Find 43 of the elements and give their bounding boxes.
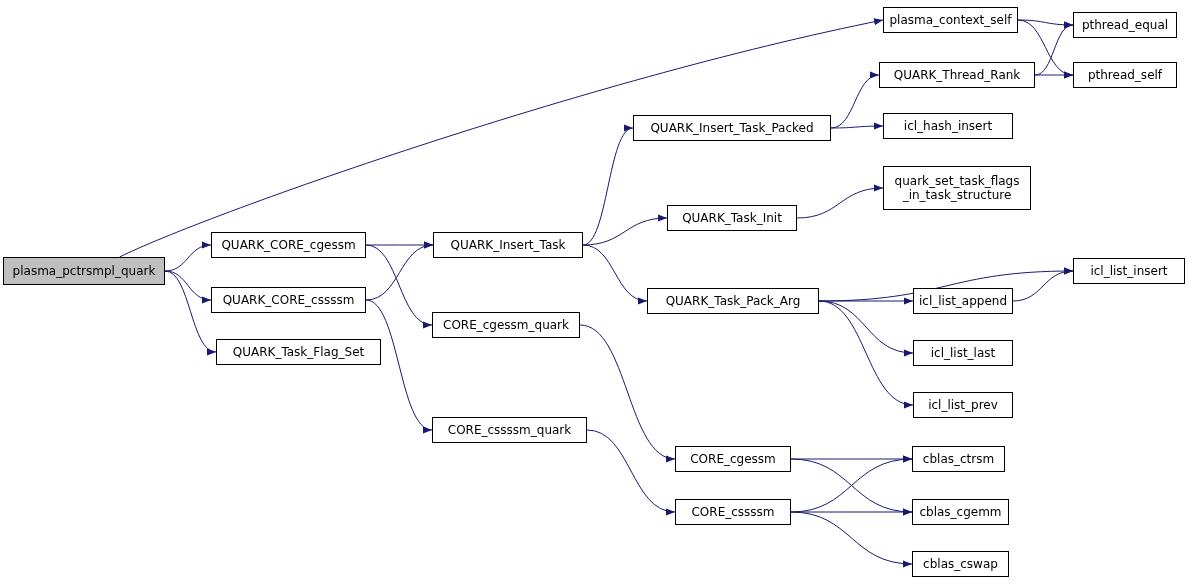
function-box: CORE_cgessm_quark: [432, 312, 580, 338]
function-box: QUARK_CORE_cssssm: [211, 287, 366, 313]
function-box: icl_list_append: [913, 288, 1013, 314]
call-arrow: [1034, 71, 1074, 79]
function-box: plasma_context_self: [883, 7, 1018, 33]
function-box: icl_list_last: [913, 340, 1013, 366]
function-box: CORE_cssssm_quark: [432, 417, 587, 443]
call-arrow: [830, 122, 884, 130]
function-box: pthread_equal: [1073, 12, 1177, 38]
call-arrow: [1012, 268, 1074, 302]
call-arrow: [164, 242, 212, 272]
function-box: cblas_cgemm: [912, 499, 1009, 525]
function-box: cblas_ctrsm: [912, 446, 1005, 472]
call-arrow: [365, 244, 433, 327]
call-arrow: [582, 214, 668, 246]
function-box: QUARK_CORE_cgessm: [211, 232, 366, 258]
call-arrow: [119, 18, 884, 258]
function-box: QUARK_Task_Flag_Set: [216, 339, 381, 365]
function-box: icl_list_prev: [913, 392, 1013, 418]
function-box: CORE_cgessm: [675, 446, 791, 472]
function-box: cblas_cswap: [912, 551, 1009, 577]
function-box: pthread_self: [1073, 62, 1177, 88]
function-box: QUARK_Task_Pack_Arg: [647, 288, 819, 314]
call-arrow: [365, 299, 433, 431]
function-box: plasma_pctrsmpl_quark: [3, 257, 165, 285]
function-box: QUARK_Thread_Rank: [879, 62, 1035, 88]
function-box: QUARK_Insert_Task_Packed: [633, 115, 831, 141]
call-arrow: [365, 242, 434, 301]
function-box: quark_set_task_flags _in_task_structure: [883, 166, 1031, 210]
function-box: icl_list_insert: [1073, 258, 1185, 284]
call-arrow: [1017, 19, 1074, 78]
function-box: QUARK_Task_Init: [667, 205, 797, 231]
call-arrow: [164, 270, 217, 354]
call-arrow: [579, 324, 676, 461]
call-arrow: [1034, 23, 1074, 76]
call-arrow: [582, 244, 648, 304]
call-arrow: [796, 184, 884, 219]
call-arrow: [818, 300, 914, 407]
call-arrow: [586, 429, 676, 515]
function-box: CORE_cssssm: [675, 499, 791, 525]
function-box: QUARK_Insert_Task: [433, 232, 583, 258]
call-arrow: [790, 511, 913, 567]
function-box: icl_hash_insert: [883, 113, 1013, 139]
